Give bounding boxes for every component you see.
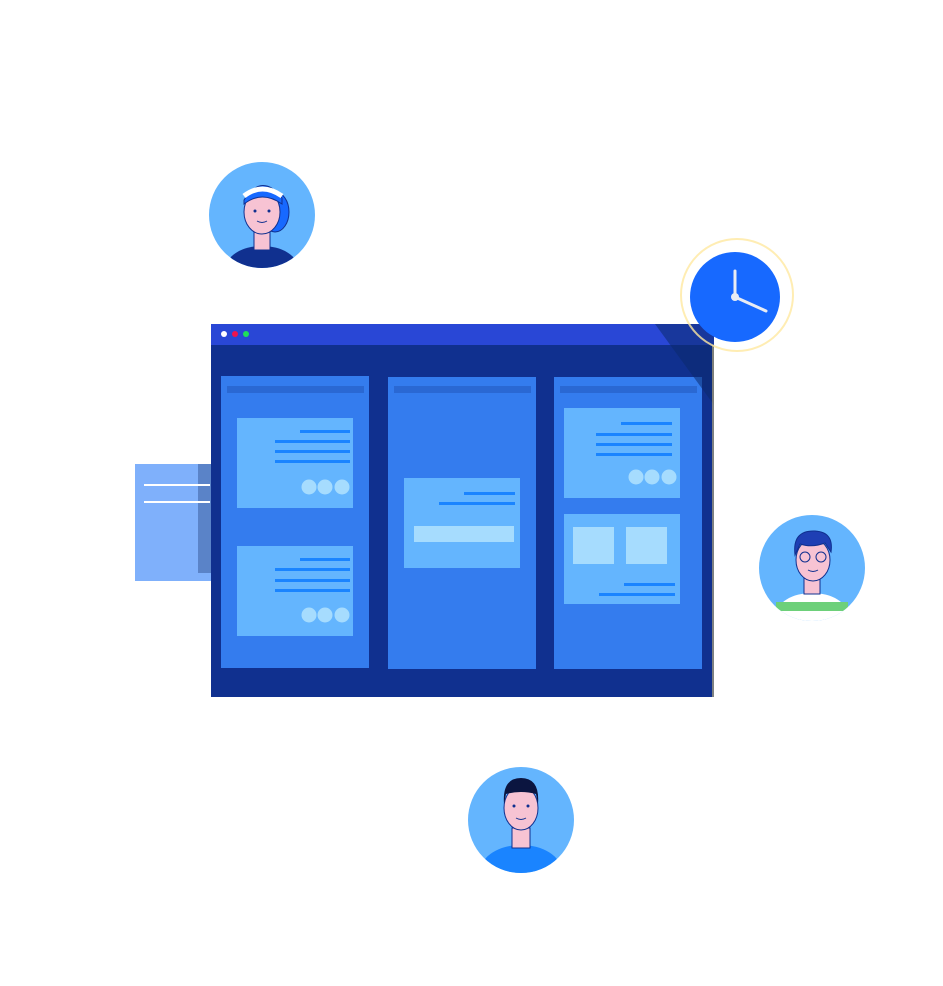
avatar-woman-icon [209,162,315,268]
board-column-2 [388,377,536,669]
task-card [564,514,680,604]
column-header [560,386,697,393]
board-window [211,324,714,697]
window-titlebar [211,324,714,345]
clock-icon [680,238,794,352]
task-card [404,478,520,568]
window-maximize-dot[interactable] [243,331,249,337]
task-card [237,418,353,508]
side-panel [135,464,211,581]
board-column-1 [221,376,369,668]
window-minimize-dot[interactable] [232,331,238,337]
column-header [394,386,531,393]
task-card [237,546,353,636]
avatar-man-icon [468,767,574,873]
avatar-man-glasses-icon [759,515,865,621]
board-column-3 [554,377,702,669]
column-header [227,386,364,393]
window-close-dot[interactable] [221,331,227,337]
task-card [564,408,680,498]
window-shadow [655,324,714,405]
